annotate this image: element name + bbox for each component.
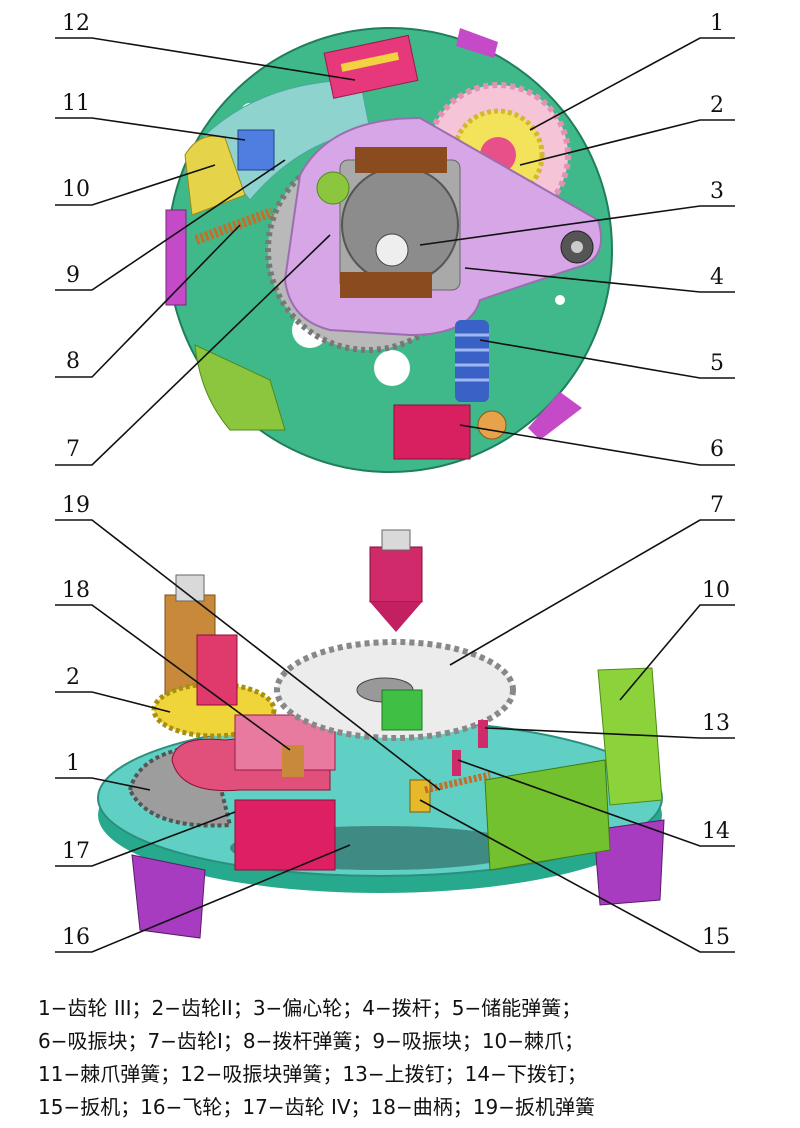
callout-line-15 bbox=[419, 799, 735, 953]
legend-row: 11−棘爪弹簧；12−吸振块弹簧；13−上拨钉；14−下拨钉； bbox=[38, 1062, 587, 1086]
upper-pin bbox=[478, 720, 488, 748]
lever-spring bbox=[194, 207, 274, 245]
callout-numbers: 12 11 10 9 8 7 1 2 3 4 5 6 19 18 2 1 17 … bbox=[62, 11, 730, 950]
mechanism-diagram: 12 11 10 9 8 7 1 2 3 4 5 6 19 18 2 1 17 … bbox=[55, 11, 735, 953]
callout-number: 7 bbox=[710, 493, 724, 518]
ratchet-spring-bracket bbox=[237, 129, 275, 171]
callout-number: 15 bbox=[702, 925, 730, 950]
crank-pin bbox=[282, 745, 304, 777]
callout-number: 1 bbox=[710, 11, 724, 36]
callout-line-16 bbox=[55, 844, 351, 953]
callout-number: 2 bbox=[710, 93, 724, 118]
callout-lines bbox=[55, 37, 735, 953]
legend-row: 1−齿轮 III；2−齿轮II；3−偏心轮；4−拨杆；5−储能弹簧； bbox=[38, 996, 582, 1020]
callout-line-2 bbox=[519, 119, 735, 166]
callout-number: 14 bbox=[702, 819, 730, 844]
callout-number: 18 bbox=[62, 578, 90, 603]
callout-line-4 bbox=[464, 267, 735, 293]
lower-pin bbox=[452, 750, 461, 776]
callout-number: 2 bbox=[66, 665, 80, 690]
ratchet-pawl bbox=[184, 135, 246, 216]
callout-number: 1 bbox=[66, 751, 80, 776]
damper-block-front bbox=[234, 799, 336, 871]
callout-number: 12 bbox=[62, 11, 90, 36]
callout-line-11 bbox=[55, 117, 246, 141]
eccentric-wheel bbox=[341, 166, 459, 284]
callout-line-10b bbox=[619, 604, 735, 701]
callout-line-19 bbox=[55, 519, 441, 791]
upper-column bbox=[369, 546, 423, 603]
legend-row: 15−扳机；16−飞轮；17−齿轮 IV；18−曲柄；19−扳机弹簧 bbox=[38, 1095, 595, 1119]
callout-line-2b bbox=[55, 691, 171, 713]
parts-legend: 1−齿轮 III；2−齿轮II；3−偏心轮；4−拨杆；5−储能弹簧； 6−吸振块… bbox=[38, 992, 778, 1124]
callout-number: 17 bbox=[62, 839, 90, 864]
callout-line-8 bbox=[55, 224, 241, 378]
damper-block-6 bbox=[393, 404, 471, 460]
callout-number: 13 bbox=[702, 711, 730, 736]
green-roller-3d bbox=[381, 689, 423, 731]
callout-line-1 bbox=[529, 37, 735, 131]
callout-line-10 bbox=[55, 164, 216, 206]
leg bbox=[593, 819, 665, 906]
callout-line-9 bbox=[55, 159, 286, 291]
callout-line-3 bbox=[419, 205, 735, 246]
callout-line-6 bbox=[459, 424, 735, 466]
leg bbox=[131, 854, 206, 939]
left-bracket bbox=[165, 209, 187, 306]
energy-storage-spring bbox=[455, 320, 489, 402]
callout-number: 4 bbox=[710, 265, 724, 290]
upper-column-cap bbox=[381, 529, 411, 551]
brown-pad-top bbox=[355, 147, 447, 173]
callout-number: 3 bbox=[710, 179, 724, 204]
plate-hole bbox=[555, 295, 565, 305]
callout-line-14 bbox=[457, 759, 735, 847]
callout-line-7 bbox=[55, 234, 331, 466]
right-bracket bbox=[528, 392, 582, 440]
callout-line-1b bbox=[55, 777, 151, 791]
callout-line-7b bbox=[449, 519, 735, 666]
callout-line-12 bbox=[55, 37, 356, 81]
legend-row: 6−吸振块；7−齿轮I；8−拨杆弹簧；9−吸振块；10−棘爪； bbox=[38, 1029, 585, 1053]
damper-block-3d bbox=[484, 759, 611, 871]
gear-II-shaft bbox=[196, 634, 238, 706]
eccentric-hub bbox=[375, 233, 409, 267]
damper-pulley bbox=[477, 410, 507, 440]
callout-number: 6 bbox=[710, 437, 724, 462]
callout-number: 5 bbox=[710, 351, 724, 376]
callout-number: 19 bbox=[62, 493, 90, 518]
trigger bbox=[409, 779, 431, 813]
callout-line-18 bbox=[55, 604, 291, 751]
lever-roller-core bbox=[571, 241, 583, 253]
callout-line-17 bbox=[55, 811, 236, 867]
callout-line-5 bbox=[479, 339, 735, 379]
callout-number: 16 bbox=[62, 925, 90, 950]
callout-number: 7 bbox=[66, 437, 80, 462]
right-bracket bbox=[456, 28, 498, 58]
damper-spring-12 bbox=[340, 51, 400, 72]
ratchet-pawl-3d bbox=[597, 667, 663, 806]
upper-column-cone bbox=[370, 602, 422, 632]
callout-number: 10 bbox=[62, 177, 90, 202]
green-roller bbox=[316, 171, 350, 205]
bottom-left-block bbox=[194, 344, 286, 431]
callout-number: 11 bbox=[62, 91, 90, 116]
callout-number: 10 bbox=[702, 578, 730, 603]
brown-pad-bottom bbox=[340, 272, 432, 298]
callout-number: 9 bbox=[66, 263, 80, 288]
plate-hole bbox=[374, 350, 410, 386]
callout-line-13 bbox=[484, 727, 735, 739]
top-view bbox=[165, 27, 613, 473]
callout-number: 8 bbox=[66, 349, 80, 374]
